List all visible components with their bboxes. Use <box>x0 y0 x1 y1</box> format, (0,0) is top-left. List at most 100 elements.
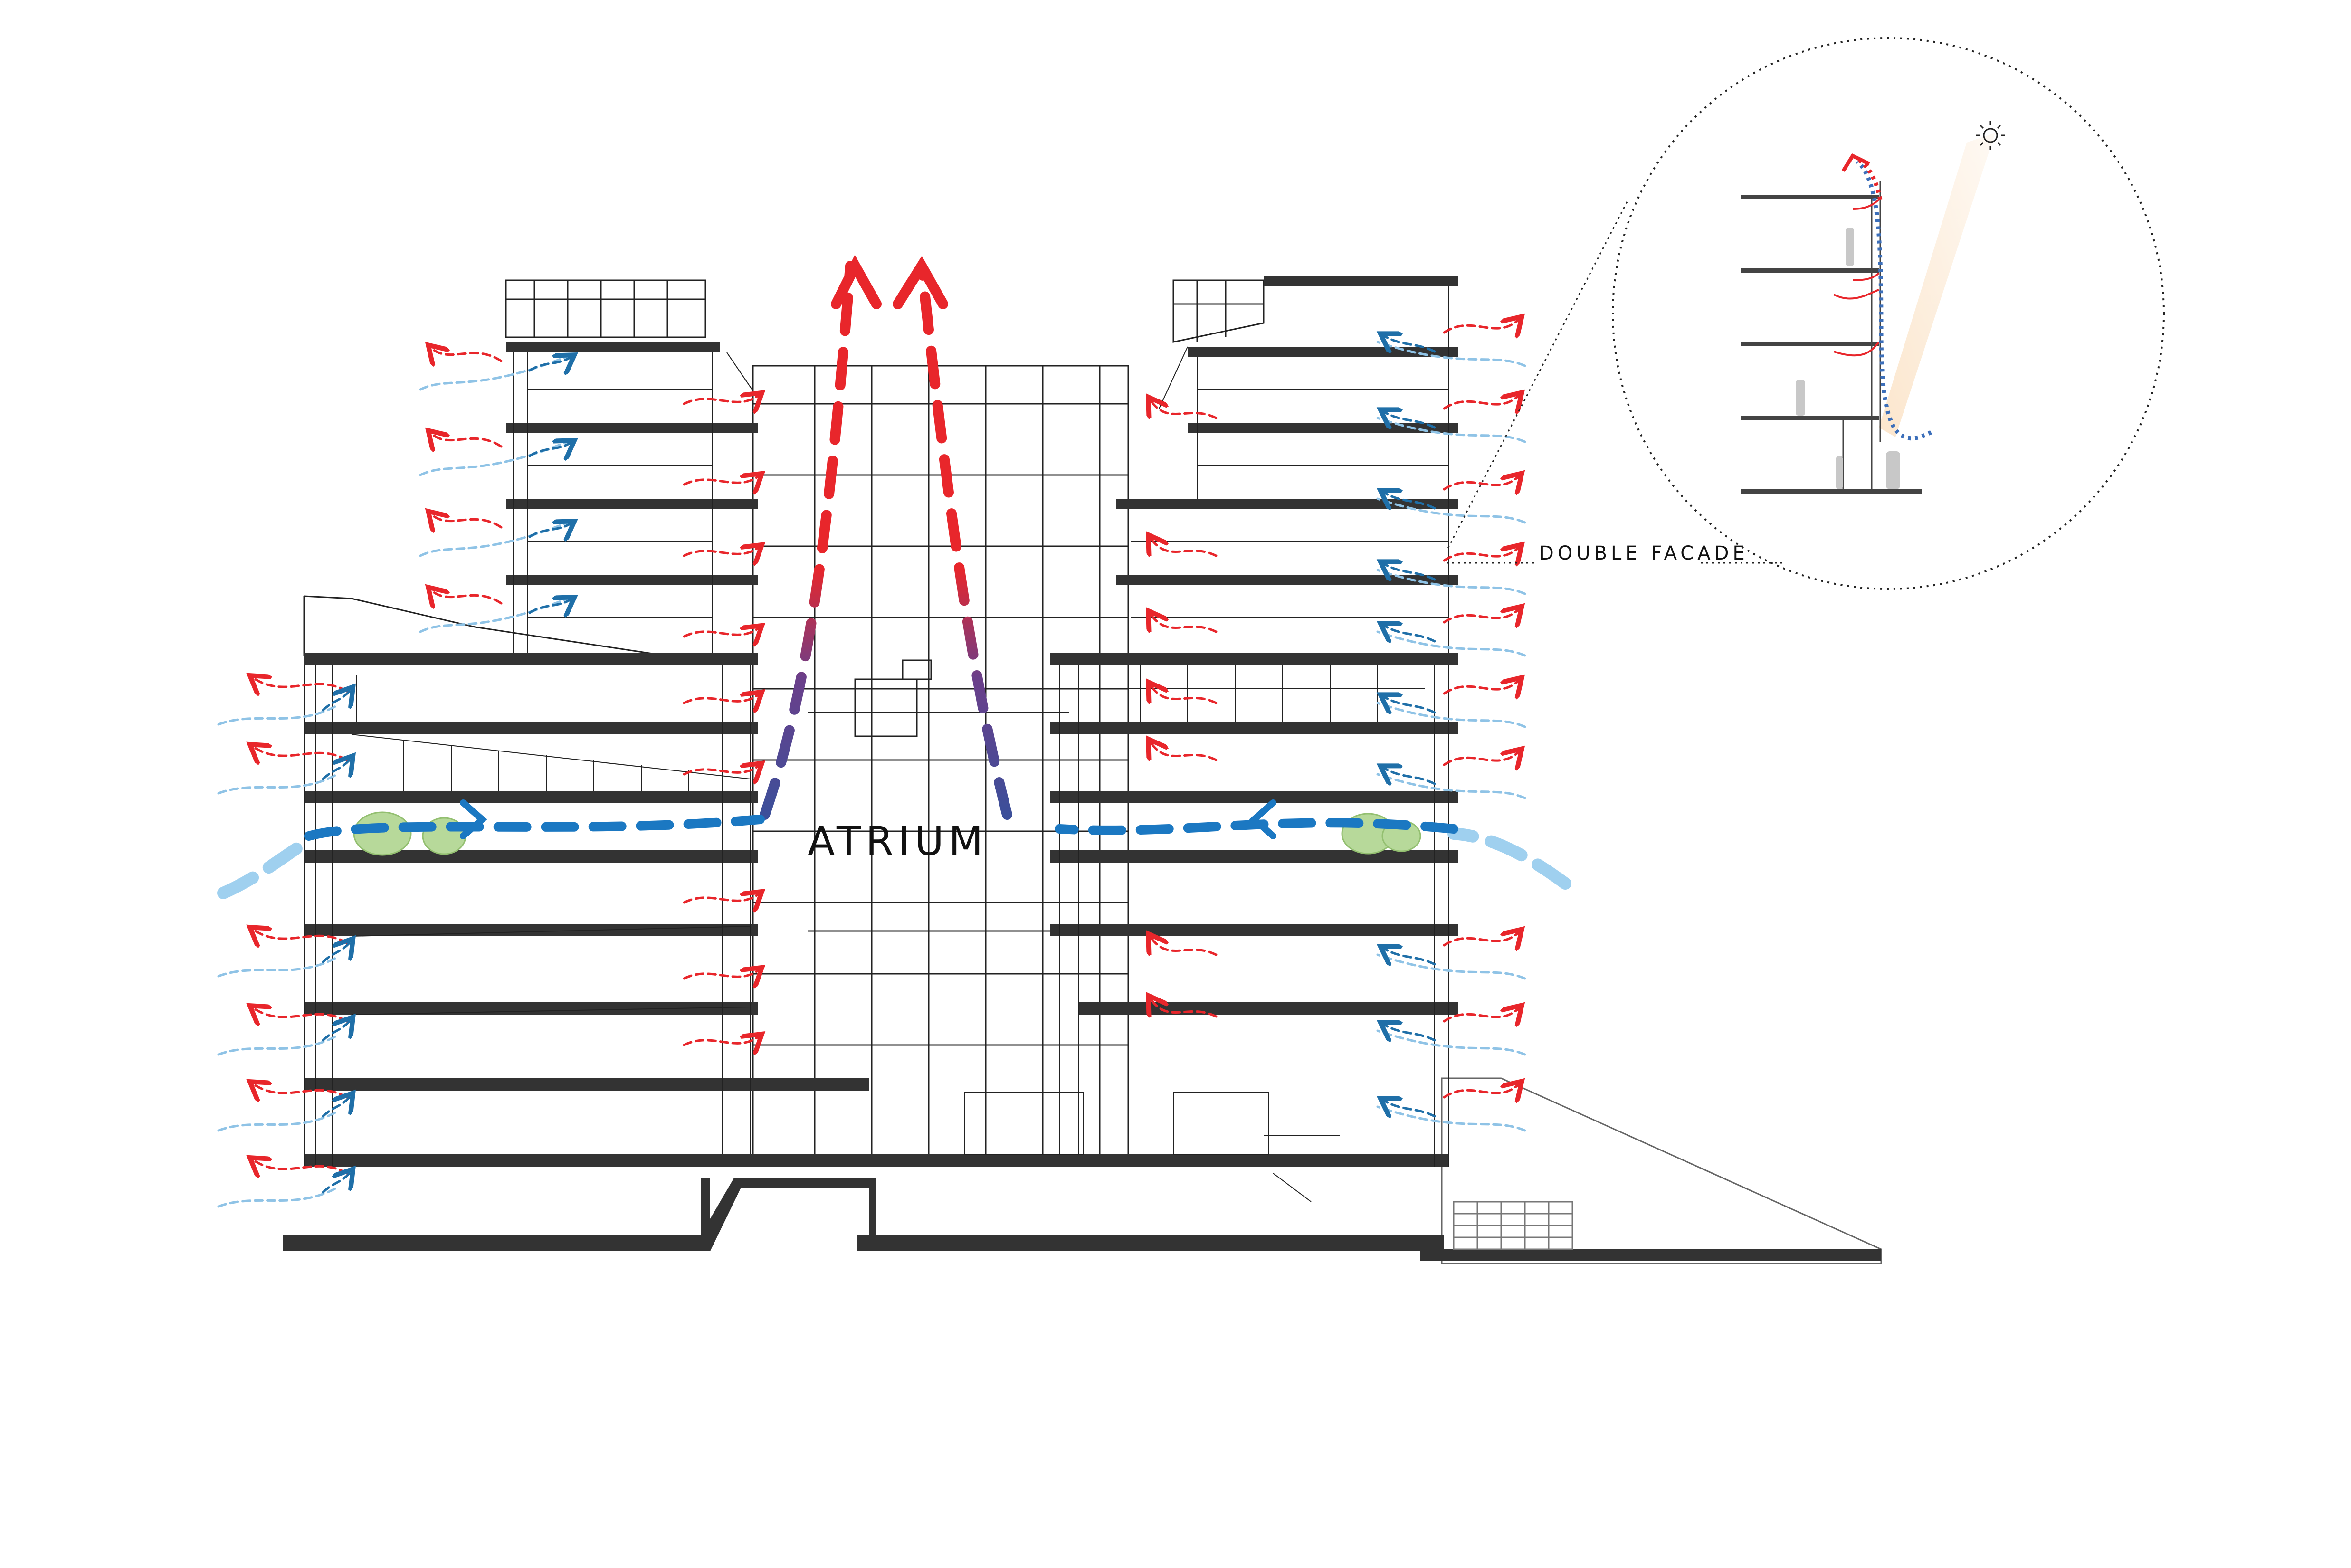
sun-ray-wedge <box>1879 133 1995 437</box>
cool-air-arrow <box>1376 1105 1526 1132</box>
warm-air-arrow <box>1150 613 1218 632</box>
cool-air-arrow <box>419 440 569 476</box>
atrium-bridge <box>808 659 1069 932</box>
warm-air-arrow <box>1443 1083 1520 1097</box>
warm-air-arrow <box>430 347 503 361</box>
facade-airflows <box>217 318 1526 1208</box>
stack-arrowhead-right <box>893 256 948 309</box>
cool-air-arrow <box>1376 702 1526 728</box>
warm-air-arrow <box>1443 1007 1520 1021</box>
cool-air-arrow <box>1376 569 1526 595</box>
warm-air-arrow <box>683 394 760 404</box>
warm-air-arrow <box>1443 679 1520 694</box>
callout-walls <box>1842 181 1881 489</box>
double-facade-label: DOUBLE FACADE <box>1539 542 1749 564</box>
cross-ventilation-flow <box>217 799 1571 899</box>
warm-air-arrow <box>1150 537 1218 556</box>
callout-arrowhead <box>1841 153 1870 172</box>
cross-vent-right-outer <box>1447 827 1571 890</box>
atrium-frame <box>752 365 1129 1165</box>
warm-air-arrow <box>1150 684 1218 703</box>
person-silhouette <box>1846 228 1854 266</box>
cool-air-arrow <box>217 1186 339 1208</box>
warm-air-arrow <box>1150 741 1218 760</box>
left-wing-glazing <box>304 665 751 1167</box>
cool-air-arrow <box>1382 948 1436 964</box>
cool-air-arrow <box>217 1110 339 1132</box>
plant-left-1 <box>353 811 412 856</box>
cool-air-arrow <box>528 356 572 371</box>
cool-air-arrow <box>419 597 569 633</box>
callout-circle <box>1612 37 2165 590</box>
cool-air-arrow <box>217 1034 339 1056</box>
cool-air-arrow <box>1376 497 1526 524</box>
left-tower-roof-pergola <box>505 279 706 338</box>
cross-vent-right-inner <box>1055 818 1458 835</box>
stack-flow-left <box>760 261 856 820</box>
warm-air-arrow <box>430 513 503 527</box>
warm-air-arrow <box>1443 546 1520 561</box>
warm-air-arrow <box>683 765 760 774</box>
warm-air-arrow <box>1150 936 1218 955</box>
callout-people <box>1796 228 1900 489</box>
warm-air-arrow <box>683 893 760 903</box>
warm-air-arrow <box>1443 751 1520 765</box>
cool-air-arrow <box>322 689 352 712</box>
left-tower <box>505 279 758 656</box>
cool-air-arrow <box>528 523 572 537</box>
warm-air-arrow <box>683 546 760 556</box>
callout-warm-flow <box>1833 199 1880 357</box>
cool-air-arrow <box>322 1095 352 1118</box>
ground-plane <box>1420 1077 1882 1264</box>
ground-grid <box>1453 1201 1573 1250</box>
callout-leader-top <box>1446 201 1628 551</box>
cool-air-arrow <box>1376 1029 1526 1056</box>
right-wing-slabs <box>1050 653 1458 1015</box>
warm-air-arrow <box>683 475 760 485</box>
cool-air-arrow <box>1376 773 1526 799</box>
cool-air-arrow <box>217 773 339 795</box>
warm-air-arrow <box>1443 931 1520 945</box>
cool-air-arrow <box>1382 696 1436 713</box>
right-tower-roof <box>1172 279 1265 343</box>
warm-air-arrow <box>1150 399 1218 418</box>
stack-flow-right <box>916 261 1012 820</box>
cool-air-arrow <box>1382 492 1436 508</box>
cool-air-arrow <box>1382 625 1436 641</box>
left-wing-roof-rail <box>303 595 666 656</box>
warm-air-arrow <box>683 627 760 637</box>
double-facade-callout <box>1446 37 2165 590</box>
stack-arrowheads <box>831 255 948 309</box>
cool-air-arrow <box>1376 417 1526 443</box>
cool-air-arrow <box>217 704 339 726</box>
right-wing-glazing <box>1059 665 1449 1167</box>
cool-air-arrow <box>322 758 352 780</box>
cool-air-arrow <box>1382 335 1436 352</box>
cool-air-arrow <box>1382 411 1436 428</box>
cool-air-arrow <box>322 1171 352 1194</box>
cool-air-arrow <box>528 442 572 456</box>
warm-air-arrow <box>1150 998 1218 1017</box>
warm-air-arrow <box>683 969 760 979</box>
right-wing-ground-stair <box>964 1092 1340 1202</box>
sun-icon <box>1976 121 2005 150</box>
cool-air-arrow <box>1376 630 1526 657</box>
warm-air-arrow <box>1443 608 1520 622</box>
right-tower <box>1116 276 1458 665</box>
cool-air-arrow <box>1382 767 1436 784</box>
callout-slabs <box>1741 195 1922 494</box>
atrium-label: ATRIUM <box>808 818 988 865</box>
left-wing <box>303 595 1449 1167</box>
warm-air-arrow <box>1443 394 1520 409</box>
basement-slab <box>283 1178 1444 1251</box>
person-silhouette <box>1796 380 1805 416</box>
cross-vent-arrowhead-left <box>460 799 487 839</box>
person-silhouette <box>1836 456 1843 489</box>
warm-air-arrow <box>1443 318 1520 333</box>
cool-air-arrow <box>1376 341 1526 367</box>
left-tower-slabs <box>506 342 758 585</box>
cool-air-arrow <box>322 941 352 963</box>
warm-air-arrow <box>430 589 503 603</box>
